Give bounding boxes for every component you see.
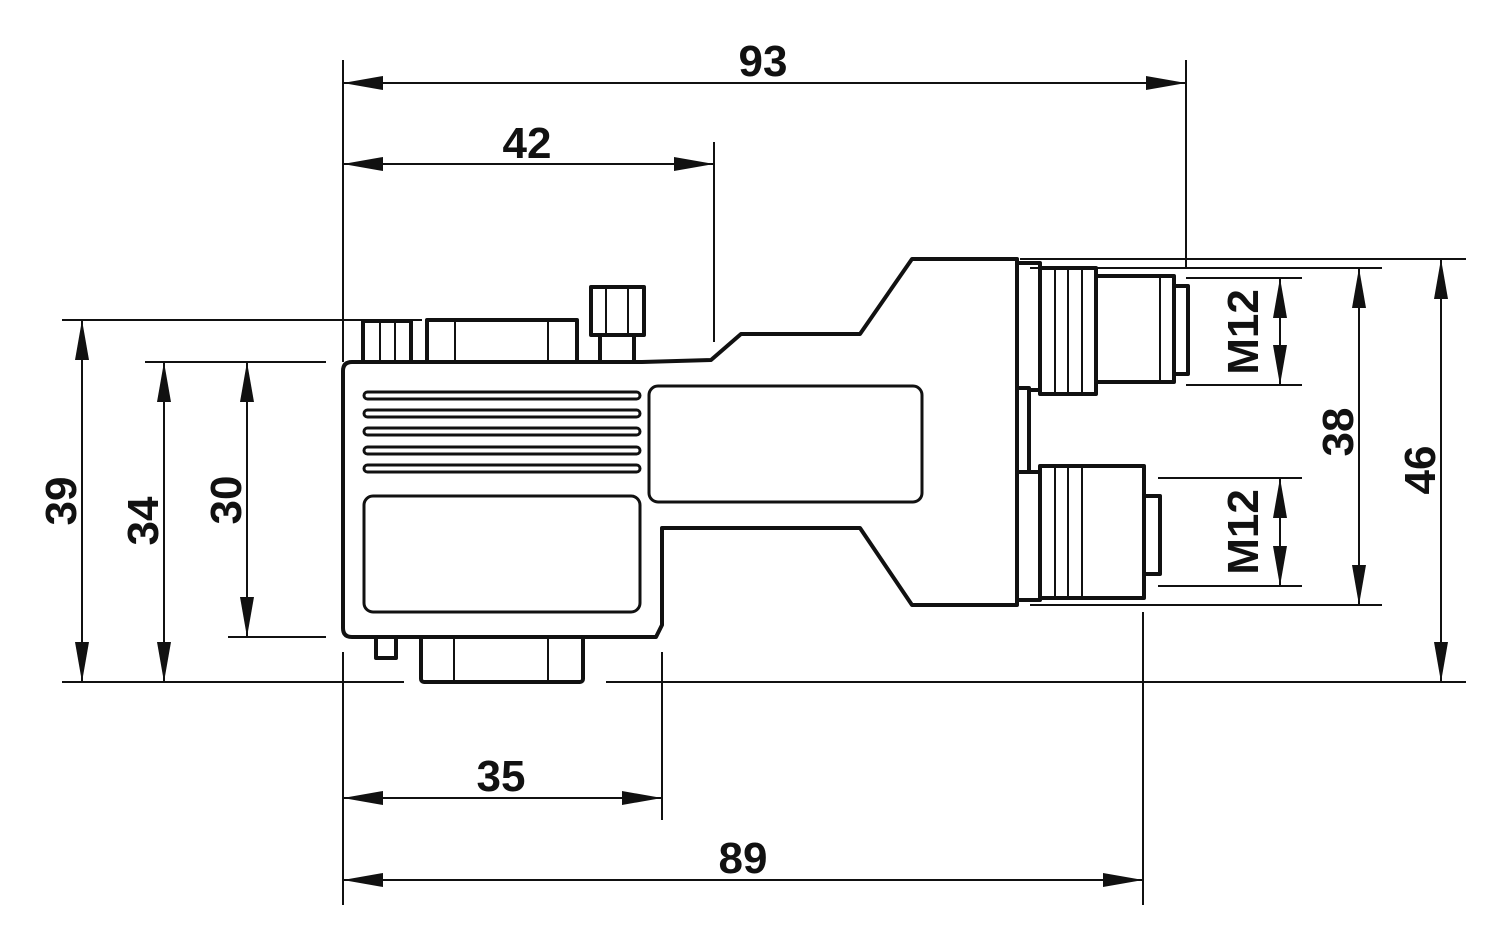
top-screw-head: [589, 285, 646, 337]
label-34: 34: [119, 496, 168, 545]
flange-middle: [1015, 386, 1031, 480]
label-m12-top: M12: [1219, 289, 1268, 375]
bottom-dsub-shell: [419, 630, 585, 684]
label-field-left: [362, 494, 642, 614]
dimension-labels: 93 42 35 89 39 34 30 46 38 M12 M12: [37, 37, 1445, 883]
label-93: 93: [739, 37, 788, 86]
label-89: 89: [719, 834, 768, 883]
label-m12-bottom: M12: [1219, 489, 1268, 575]
flange-top: [1015, 261, 1042, 392]
m12-socket-bottom: [1038, 464, 1162, 600]
label-46: 46: [1396, 446, 1445, 495]
grip-ribs: [362, 390, 642, 474]
label-field-right: [647, 384, 924, 504]
label-38: 38: [1314, 408, 1363, 457]
label-30: 30: [202, 476, 251, 525]
flange-bottom: [1015, 470, 1042, 602]
top-screw-left: [361, 319, 413, 367]
m12-socket-top: [1038, 266, 1190, 396]
top-dsub-shell: [425, 318, 579, 368]
label-35: 35: [477, 752, 526, 801]
housing: [341, 257, 1019, 639]
connector-outline: [341, 257, 1190, 684]
label-39: 39: [37, 477, 86, 526]
dimension-lines: [62, 60, 1466, 905]
label-42: 42: [503, 119, 552, 168]
